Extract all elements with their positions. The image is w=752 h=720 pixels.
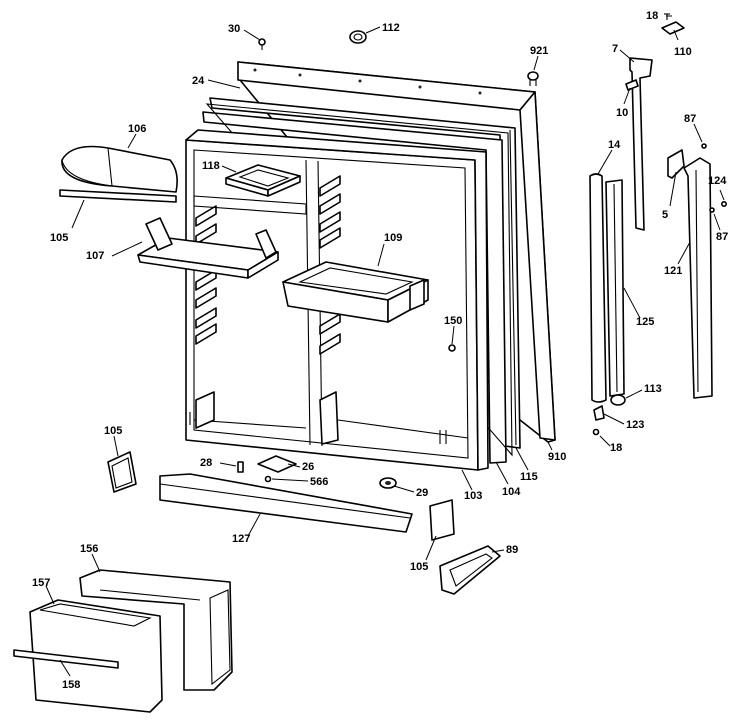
callout-89: 89 [506,544,518,556]
callout-156: 156 [80,543,98,555]
part-123-clip [593,405,605,421]
part-158-crisper-front [13,649,119,669]
callout-7: 7 [612,43,618,55]
callout-labels: 30 112 18 110 7 921 24 10 106 118 14 87 … [32,10,728,691]
callout-123: 123 [626,419,644,431]
part-26-hinge-plate [257,455,297,473]
callout-105-dairy: 105 [50,232,68,244]
callout-104: 104 [502,486,521,498]
callout-109: 109 [384,232,402,244]
callout-103: 103 [464,490,482,502]
part-110-clip [661,21,685,35]
callout-124: 124 [708,175,727,187]
part-921-plug [527,71,539,86]
part-29-grommet [379,477,397,489]
callout-30: 30 [228,23,240,35]
part-7-hinge [629,57,653,231]
callout-566: 566 [310,476,328,488]
callout-118: 118 [202,160,220,172]
part-89-handle [439,545,501,595]
callout-110: 110 [674,46,692,58]
part-107-shelf [137,217,279,279]
callout-115: 115 [520,471,538,483]
callout-121: 121 [664,265,682,277]
part-5-bracket [667,149,685,179]
callout-112: 112 [382,22,400,34]
callout-105-right: 105 [410,561,428,573]
part-14-strip [589,173,607,403]
part-112-cap [349,30,367,44]
callout-125: 125 [636,316,654,328]
part-113-block [610,394,626,406]
part-10-pin [625,79,639,91]
part-125-strip [605,179,625,397]
part-150-screw [448,344,456,352]
callout-24: 24 [192,75,205,87]
callout-113: 113 [644,383,662,395]
callout-157: 157 [32,577,50,589]
leader-lines [45,15,725,677]
part-105-cap-left [107,451,137,493]
part-105-cap-right [429,499,455,541]
part-157-crisper-pan [29,599,163,713]
callout-87-bottom: 87 [716,231,728,243]
callout-29: 29 [416,487,428,499]
part-121-strip [683,157,713,399]
part-87-screw-a [701,143,707,149]
part-18-screw-top [664,13,670,20]
part-156-crisper-cover [79,569,233,691]
callout-150: 150 [444,315,462,327]
callout-87-top: 87 [684,113,696,125]
callout-10: 10 [616,107,628,119]
callout-5: 5 [662,209,668,221]
callout-18-bottom: 18 [610,442,622,454]
part-28-bumper [237,461,244,473]
callout-105-left: 105 [104,425,122,437]
part-106-dairy-door [59,145,178,203]
callout-18-top: 18 [646,10,658,22]
part-118-tray [225,164,301,197]
callout-921: 921 [530,45,548,57]
callout-106: 106 [128,123,146,135]
part-30-screw [258,38,266,50]
part-124-screw [720,201,727,208]
callout-14: 14 [608,139,621,151]
callout-28: 28 [200,457,212,469]
part-18-screw-bottom [592,428,600,436]
callout-107: 107 [86,250,104,262]
callout-127: 127 [232,533,250,545]
callout-910: 910 [548,451,566,463]
callout-26: 26 [302,461,314,473]
part-109-bin [282,261,429,323]
callout-158: 158 [62,679,80,691]
part-87-screw-b [709,207,715,213]
part-566-screw [264,475,272,483]
part-127-trim [159,473,413,533]
